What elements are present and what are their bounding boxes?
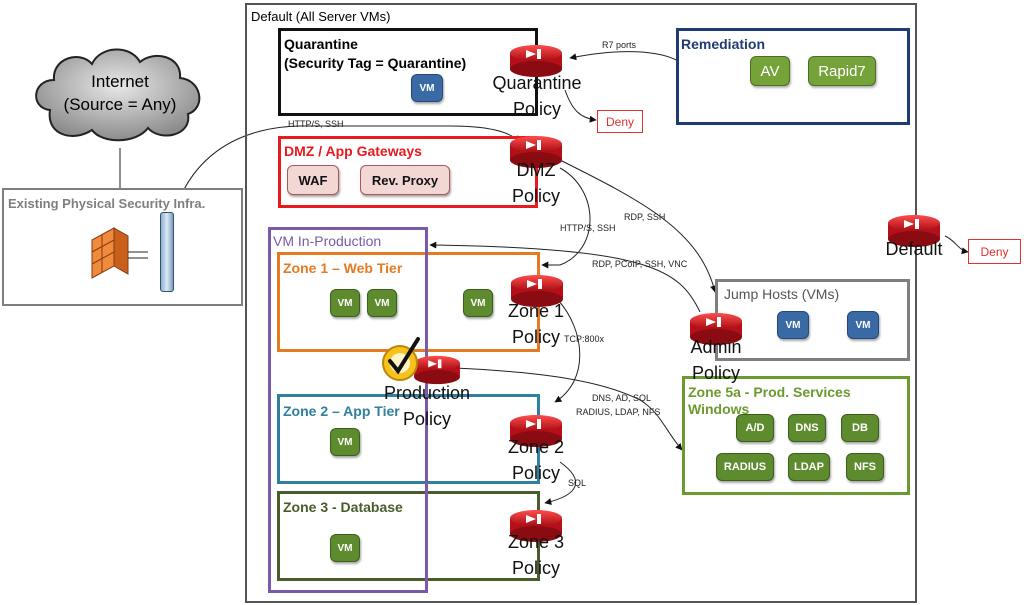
- internet-subtitle: (Source = Any): [63, 95, 177, 114]
- service-nfs[interactable]: NFS: [846, 453, 884, 481]
- edge-production-zone5a: [454, 367, 683, 451]
- vm-in-production-box: [268, 227, 428, 593]
- checkmark-badge-icon[interactable]: [378, 335, 426, 383]
- remediation-av[interactable]: AV: [750, 56, 790, 86]
- service-ad[interactable]: A/D: [736, 414, 774, 442]
- zone1-policy-line1: Zone 1: [507, 301, 565, 321]
- zone1-vm-2[interactable]: VM: [367, 289, 397, 317]
- zone1-policy-line2: Policy: [511, 327, 560, 347]
- zone2-policy-line2: Policy: [511, 463, 560, 483]
- zone3-policy-line1: Zone 3: [507, 532, 565, 552]
- dmz-policy-label: DMZ Policy: [496, 157, 576, 209]
- zone2-policy-label: Zone 2 Policy: [496, 434, 576, 486]
- edge-label-rdp-pcoip: RDP, PCoIP, SSH, VNC: [592, 259, 688, 269]
- edge-label-r7: R7 ports: [602, 40, 637, 50]
- service-db[interactable]: DB: [841, 414, 879, 442]
- default-zone-box: [245, 3, 917, 603]
- default-policy-label: Default: [885, 239, 943, 259]
- dmz-title: DMZ / App Gateways: [284, 143, 422, 159]
- edge-label-tcp800x: TCP:800x: [564, 334, 605, 344]
- quarantine-subtitle: (Security Tag = Quarantine): [284, 55, 467, 71]
- deny-quarantine: Deny: [597, 110, 643, 133]
- zone2-title: Zone 2 – App Tier: [283, 403, 400, 419]
- production-policy-label: Production Policy: [372, 380, 482, 432]
- zone5a-title: Zone 5a - Prod. Services: [688, 384, 851, 400]
- admin-policy-line1: Admin: [690, 337, 742, 357]
- production-policy-line1: Production: [383, 383, 471, 403]
- quarantine-policy-label: Quarantine Policy: [482, 70, 592, 122]
- quarantine-vm[interactable]: VM: [411, 74, 443, 102]
- deny-default: Deny: [968, 239, 1021, 264]
- jump-host-vm-1[interactable]: VM: [777, 311, 809, 339]
- zone1-title: Zone 1 – Web Tier: [283, 260, 403, 276]
- zone2-vm[interactable]: VM: [330, 428, 360, 456]
- vm-in-production-title: VM In-Production: [273, 233, 382, 249]
- service-dns[interactable]: DNS: [788, 414, 826, 442]
- edge-admin-production: [429, 241, 701, 313]
- admin-policy-label: Admin Policy: [676, 334, 756, 386]
- zone3-title: Zone 3 - Database: [283, 499, 403, 515]
- edge-label-sql: SQL: [568, 478, 587, 488]
- jump-host-vm-2[interactable]: VM: [847, 311, 879, 339]
- quarantine-box: [278, 28, 538, 116]
- dmz-policy-line1: DMZ: [516, 160, 556, 180]
- firewall-icon: [91, 227, 148, 279]
- edge-label-https-ssh: HTTP/S, SSH: [560, 223, 616, 233]
- jump-hosts-title: Jump Hosts (VMs): [724, 286, 840, 302]
- zone1-vm-3[interactable]: VM: [463, 289, 493, 317]
- edge-dmz-zone1: [541, 167, 591, 269]
- zone3-policy-line2: Policy: [511, 558, 560, 578]
- security-appliance-pillar: [160, 212, 174, 292]
- remediation-rapid7[interactable]: Rapid7: [808, 56, 876, 86]
- internet-title: Internet: [91, 72, 149, 91]
- quarantine-policy-line2: Policy: [512, 99, 561, 119]
- edge-default-deny: [944, 235, 969, 255]
- service-radius[interactable]: RADIUS: [716, 453, 774, 481]
- zone1-vm-1[interactable]: VM: [330, 289, 360, 317]
- edge-label-dns-ad-sql: DNS, AD, SQL: [592, 393, 652, 403]
- zone3-vm[interactable]: VM: [330, 534, 360, 562]
- zone1-policy-label: Zone 1 Policy: [496, 298, 576, 350]
- edge-zone2-zone3: [544, 461, 577, 506]
- edge-label-rdp-ssh: RDP, SSH: [624, 212, 666, 222]
- quarantine-policy-line1: Quarantine: [492, 73, 582, 93]
- physical-security-label: Existing Physical Security Infra.: [8, 196, 206, 211]
- admin-policy-line2: Policy: [691, 363, 740, 383]
- internet-cloud-icon: [35, 48, 201, 142]
- dmz-waf[interactable]: WAF: [287, 165, 339, 195]
- zone2-policy-line1: Zone 2: [507, 437, 565, 457]
- edge-dmz-jump: [559, 159, 717, 293]
- edge-r7: [569, 51, 681, 63]
- production-policy-line2: Policy: [402, 409, 451, 429]
- remediation-title: Remediation: [681, 36, 766, 52]
- dmz-rev-proxy[interactable]: Rev. Proxy: [360, 165, 450, 195]
- service-ldap[interactable]: LDAP: [788, 453, 830, 481]
- default-zone-label: Default (All Server VMs): [251, 9, 391, 24]
- edge-zone1-zone2: [554, 299, 581, 403]
- edge-label-https-ssh-top: HTTP/S, SSH: [288, 119, 344, 129]
- quarantine-title: Quarantine: [284, 36, 358, 52]
- edge-quarantine-deny: [564, 89, 597, 123]
- dmz-policy-line2: Policy: [511, 186, 560, 206]
- zone5a-subtitle: Windows: [688, 401, 750, 417]
- edge-label-radius-ldap-nfs: RADIUS, LDAP, NFS: [576, 407, 661, 417]
- zone3-policy-label: Zone 3 Policy: [496, 529, 576, 581]
